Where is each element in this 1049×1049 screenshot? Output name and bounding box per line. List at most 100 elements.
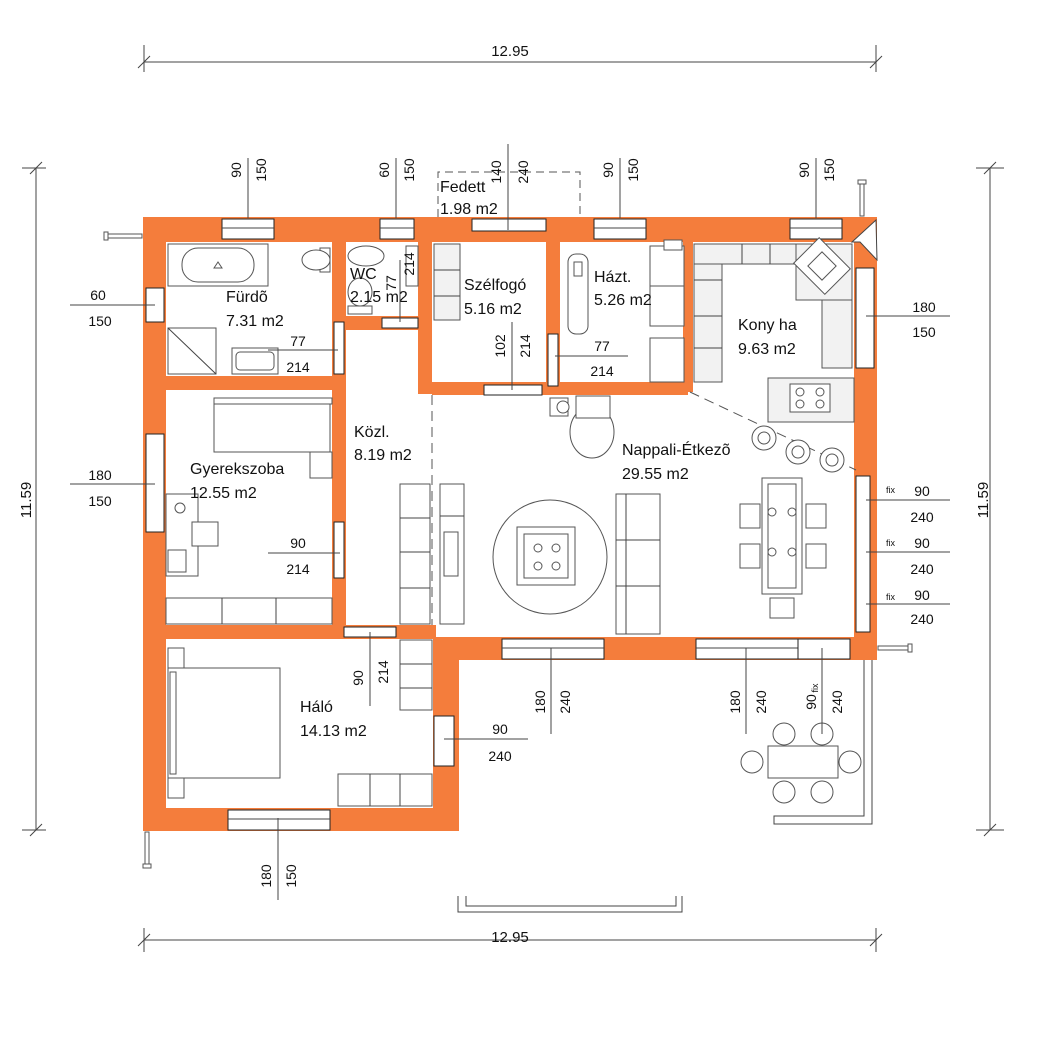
bottom-halo-height: 150 <box>283 864 299 888</box>
bottom-fix-tag: fix <box>810 683 820 693</box>
child-wardrobe-icon <box>165 597 333 625</box>
door-wc-height: 214 <box>401 252 417 276</box>
room-name-kozl: Közl. <box>354 424 390 441</box>
bottom-nappali1-width: 180 <box>532 690 548 714</box>
opening-dimensions: 90 150 60 150 140 240 90 150 90 150 60 1… <box>70 144 950 900</box>
left-furdo-width: 60 <box>90 287 106 303</box>
room-area-fedett: 1.98 m2 <box>440 201 498 218</box>
top-hazt-height: 150 <box>625 158 641 182</box>
right-fix2-height: 240 <box>910 561 934 577</box>
room-area-nappali: 29.55 m2 <box>622 466 689 483</box>
right-fix3-height: 240 <box>910 611 934 627</box>
door-wc-width: 77 <box>383 275 399 291</box>
right-fix1-width: 90 <box>914 483 930 499</box>
hall-shelf-icon <box>399 639 433 711</box>
left-gyerek-width: 180 <box>88 467 112 483</box>
room-name-gyerekszoba: Gyerekszoba <box>190 461 284 478</box>
ironing-board-icon <box>567 253 589 335</box>
hall-wardrobe-icon <box>399 483 431 625</box>
top-furdo-width: 90 <box>228 162 244 178</box>
height-right-label: 11.59 <box>975 482 992 518</box>
right-fix2-width: 90 <box>914 535 930 551</box>
kitchen-island-icon <box>767 377 855 423</box>
left-furdo-height: 150 <box>88 313 112 329</box>
door-furdo-width: 77 <box>290 333 306 349</box>
room-name-furdo: Fürdõ <box>226 289 268 306</box>
room-area-hazt: 5.26 m2 <box>594 292 652 309</box>
room-area-szelfogo: 5.16 m2 <box>464 301 522 318</box>
bottom-fix-height: 240 <box>829 690 845 714</box>
room-name-konyha: Kony ha <box>738 317 797 334</box>
right-konyha-width: 180 <box>912 299 936 315</box>
door-szelfogo-height: 214 <box>517 334 533 358</box>
room-area-furdo: 7.31 m2 <box>226 313 284 330</box>
shower-icon <box>167 327 217 375</box>
left-gyerek-height: 150 <box>88 493 112 509</box>
kitchen-sink-icon <box>793 237 851 295</box>
door-gyerek-width: 90 <box>290 535 306 551</box>
right-konyha-height: 150 <box>912 324 936 340</box>
dining-table-icon <box>739 477 827 619</box>
sofa-icon <box>615 493 661 635</box>
top-furdo-height: 150 <box>253 158 269 182</box>
laundry-drum-icon <box>549 395 615 459</box>
terrace-table-icon <box>740 722 862 804</box>
washbasin-icon <box>231 347 279 375</box>
door-halo-out-width: 90 <box>492 721 508 737</box>
bottom-fix-width: 90 <box>803 694 819 710</box>
top-door-width: 140 <box>488 160 504 184</box>
bottom-nappali1-height: 240 <box>557 690 573 714</box>
exterior-fixtures <box>103 179 913 869</box>
door-halo-height: 214 <box>375 660 391 684</box>
wc-toilet-icon <box>347 277 373 315</box>
room-name-fedett: Fedett <box>440 179 486 196</box>
double-bed-icon <box>167 647 281 799</box>
door-halo-out-height: 240 <box>488 748 512 764</box>
right-fix3-tag: fix <box>886 592 896 602</box>
door-halo-width: 90 <box>350 670 366 686</box>
wc-basin-icon <box>347 245 419 287</box>
bottom-nappali2-width: 180 <box>727 690 743 714</box>
wall-openings <box>145 218 875 831</box>
width-top-label: 12.95 <box>491 43 529 60</box>
bathtub-icon <box>167 243 269 287</box>
top-door-height: 240 <box>515 160 531 184</box>
width-bottom-label: 12.95 <box>491 929 529 946</box>
door-gyerek-height: 214 <box>286 561 310 577</box>
room-name-nappali: Nappali-Étkezõ <box>622 440 731 459</box>
furniture <box>165 237 862 807</box>
right-fix3-width: 90 <box>914 587 930 603</box>
room-name-wc: WC <box>350 266 377 283</box>
overall-dimensions: 12.95 12.95 11.59 11.59 <box>18 43 1004 952</box>
entry-wardrobe-icon <box>433 243 461 321</box>
room-name-hazt: Házt. <box>594 269 631 286</box>
right-fix1-height: 240 <box>910 509 934 525</box>
door-hazt-height: 214 <box>590 363 614 379</box>
room-area-halo: 14.13 m2 <box>300 723 367 740</box>
door-furdo-height: 214 <box>286 359 310 375</box>
door-szelfogo-width: 102 <box>492 334 508 358</box>
top-hazt-width: 90 <box>600 162 616 178</box>
room-name-szelfogo: Szélfogó <box>464 277 526 294</box>
bedroom-wardrobe-icon <box>337 773 433 807</box>
room-area-konyha: 9.63 m2 <box>738 341 796 358</box>
bottom-nappali2-height: 240 <box>753 690 769 714</box>
toilet-icon <box>301 247 331 273</box>
round-rug-icon <box>492 499 608 615</box>
tv-cabinet-icon <box>439 483 465 625</box>
top-konyha-height: 150 <box>821 158 837 182</box>
room-area-kozl: 8.19 m2 <box>354 447 412 464</box>
room-area-wc: 2.15 m2 <box>350 289 408 306</box>
bottom-halo-width: 180 <box>258 864 274 888</box>
top-konyha-width: 90 <box>796 162 812 178</box>
top-wc-height: 150 <box>401 158 417 182</box>
room-name-halo: Háló <box>300 699 333 716</box>
door-hazt-width: 77 <box>594 338 610 354</box>
room-labels: Fürdõ 7.31 m2 WC 2.15 m2 Fedett 1.98 m2 … <box>190 179 797 740</box>
top-wc-width: 60 <box>376 162 392 178</box>
single-bed-icon <box>213 397 333 479</box>
right-fix2-tag: fix <box>886 538 896 548</box>
room-area-gyerekszoba: 12.55 m2 <box>190 485 257 502</box>
utility-appliances-icon <box>649 239 685 383</box>
